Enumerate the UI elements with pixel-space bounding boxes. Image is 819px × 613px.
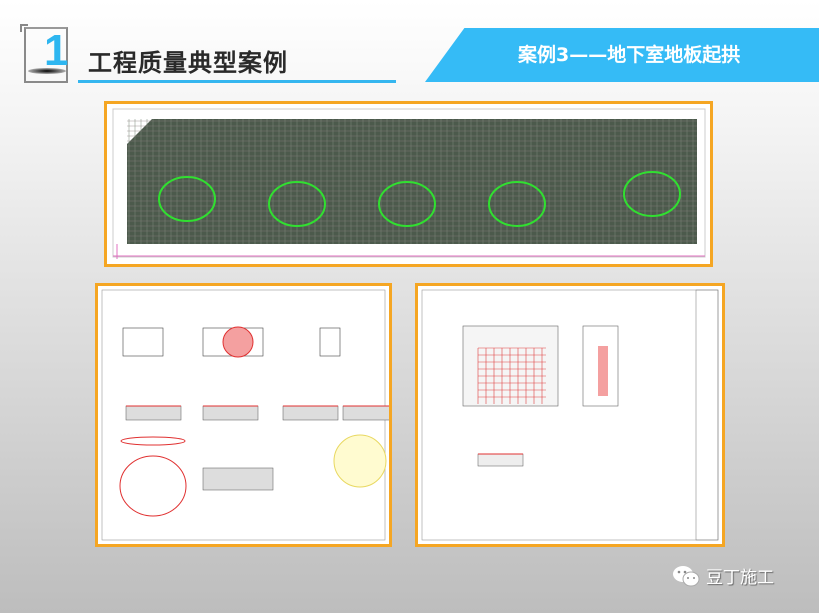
section-detail xyxy=(202,405,259,421)
markup-cloud xyxy=(119,455,187,517)
basement-plan-drawing xyxy=(104,101,713,267)
number-box-corner xyxy=(20,24,28,32)
watermark-text: 豆丁施工 xyxy=(706,568,774,588)
detail-drawing-right xyxy=(415,283,725,547)
ramp-outline xyxy=(158,176,216,222)
title-block xyxy=(695,289,719,541)
small-section xyxy=(477,453,524,467)
section-detail xyxy=(342,405,389,421)
number-box xyxy=(24,27,68,83)
cad-detail-elevation xyxy=(421,289,719,541)
highlight-circle xyxy=(333,434,387,488)
ramp-outline xyxy=(378,181,436,227)
section-detail xyxy=(282,405,339,421)
pile-cap-detail xyxy=(222,326,254,358)
cad-floor-plan xyxy=(112,108,706,259)
case-title: 案例3——地下室地板起拱 xyxy=(518,44,741,66)
plan-detail xyxy=(122,327,164,357)
markup-cloud xyxy=(120,436,186,446)
section-detail xyxy=(582,325,619,407)
cad-detail-sections xyxy=(101,289,389,541)
detail-drawing-left xyxy=(95,283,392,547)
wechat-icon xyxy=(673,565,700,586)
page-title: 工程质量典型案例 xyxy=(88,49,288,77)
section-number: 1 xyxy=(44,26,69,75)
section-detail xyxy=(125,405,182,421)
plan-detail xyxy=(319,327,341,357)
ramp-outline xyxy=(268,181,326,227)
elevation-detail xyxy=(462,325,559,407)
title-underline xyxy=(78,80,396,83)
number-shadow xyxy=(28,68,66,74)
watermark: 豆丁施工 xyxy=(672,563,774,588)
case-banner xyxy=(425,28,819,82)
ramp-outline xyxy=(488,181,546,227)
ramp-outline xyxy=(623,171,681,217)
